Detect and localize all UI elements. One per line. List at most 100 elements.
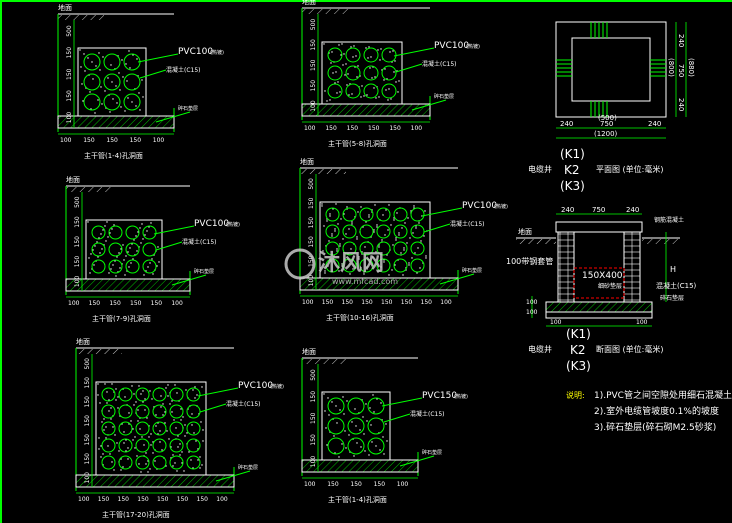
aggregate-dot xyxy=(146,417,148,419)
aggregate-dot xyxy=(336,250,338,252)
aggregate-dot xyxy=(102,453,104,455)
aggregate-dot xyxy=(149,468,151,470)
aggregate-dot xyxy=(120,248,122,250)
aggregate-dot xyxy=(342,64,344,66)
pvc-pipe xyxy=(342,224,357,239)
dim-vertical-label: 150 xyxy=(308,255,315,267)
aggregate-dot xyxy=(328,414,330,416)
leader-concrete xyxy=(155,241,183,251)
pipe-note: (热镀) xyxy=(270,383,284,390)
pvc-pipe xyxy=(135,438,150,453)
ground-label: 地面 xyxy=(300,157,314,166)
section-title: 断面图 (单位:毫米) xyxy=(596,344,663,354)
aggregate-dot xyxy=(407,217,409,219)
pvc-pipe xyxy=(152,421,167,436)
pvc-pipe xyxy=(169,404,184,419)
pvc-pipe xyxy=(91,225,106,240)
aggregate-dot xyxy=(191,413,193,415)
aggregate-dot xyxy=(201,386,203,388)
dim-horizontal-label: 150 xyxy=(322,299,334,306)
pvc-pipe xyxy=(142,259,157,274)
section-wall-right xyxy=(623,231,641,303)
aggregate-dot xyxy=(321,203,323,205)
pvc-pipe xyxy=(169,387,184,402)
aggregate-dot xyxy=(136,455,138,457)
aggregate-dot xyxy=(182,416,184,418)
aggregate-dot xyxy=(128,50,130,52)
aggregate-dot xyxy=(159,441,161,443)
aggregate-dot xyxy=(341,443,343,445)
pipe-note: (热镀) xyxy=(494,203,508,210)
concrete-encasement xyxy=(85,219,163,280)
aggregate-dot xyxy=(387,99,389,101)
section-dim-left-1: 100 xyxy=(526,299,538,306)
dim-vertical-label: 500 xyxy=(66,25,73,37)
aggregate-dot xyxy=(367,57,369,59)
aggregate-dot xyxy=(183,470,185,472)
aggregate-dot xyxy=(377,49,379,51)
dim-horizontal-label: 100 xyxy=(171,300,183,307)
aggregate-dot xyxy=(129,67,131,69)
aggregate-dot xyxy=(101,248,103,250)
dim-horizontal-label: 150 xyxy=(83,137,95,144)
aggregate-dot xyxy=(395,239,397,241)
aggregate-dot xyxy=(375,97,377,99)
aggregate-dot xyxy=(368,46,370,48)
aggregate-dot xyxy=(174,384,176,386)
aggregate-dot xyxy=(401,227,403,229)
aggregate-dot xyxy=(167,395,169,397)
pvc-pipe xyxy=(393,241,408,256)
aggregate-dot xyxy=(345,233,347,235)
drawing-frame-top xyxy=(0,0,732,2)
pvc-pipe xyxy=(359,241,374,256)
pvc-pipe xyxy=(325,224,340,239)
aggregate-dot xyxy=(118,252,120,254)
section-dim-top-1: 240 xyxy=(561,206,574,214)
aggregate-dot xyxy=(419,267,421,269)
aggregate-dot xyxy=(331,51,333,53)
aggregate-dot xyxy=(324,90,326,92)
aggregate-dot xyxy=(109,232,111,234)
aggregate-dot xyxy=(97,383,99,385)
dim-vertical-label: 150 xyxy=(74,256,81,268)
aggregate-dot xyxy=(366,266,368,268)
aggregate-dot xyxy=(327,397,329,399)
aggregate-dot xyxy=(193,432,195,434)
aggregate-dot xyxy=(111,81,113,83)
dim-horizontal-label: 100 xyxy=(411,125,423,132)
aggregate-dot xyxy=(384,234,386,236)
aggregate-dot xyxy=(385,423,387,425)
dim-horizontal-label: 150 xyxy=(98,496,110,503)
aggregate-dot xyxy=(363,273,365,275)
aggregate-dot xyxy=(131,101,133,103)
aggregate-dot xyxy=(95,65,97,67)
aggregate-dot xyxy=(373,231,375,233)
aggregate-dot xyxy=(110,64,112,66)
aggregate-dot xyxy=(322,250,324,252)
aggregate-dot xyxy=(368,216,370,218)
aggregate-dot xyxy=(339,243,341,245)
aggregate-dot xyxy=(89,272,91,274)
leader-gravel xyxy=(411,99,447,111)
aggregate-dot xyxy=(364,246,366,248)
aggregate-dot xyxy=(143,274,145,276)
aggregate-dot xyxy=(118,72,120,74)
aggregate-dot xyxy=(418,222,420,224)
section-pipe-label: 100带钢套管 xyxy=(506,256,553,266)
gravel-base xyxy=(65,278,191,292)
section-title: 主干管(5-8)孔洞面 xyxy=(328,139,387,148)
aggregate-dot xyxy=(335,405,337,407)
aggregate-dot xyxy=(185,389,187,391)
dim-horizontal-label: 100 xyxy=(60,137,72,144)
leader-pipe xyxy=(153,225,195,235)
aggregate-dot xyxy=(379,59,381,61)
aggregate-dot xyxy=(336,422,338,424)
section-wall-left xyxy=(557,231,575,303)
aggregate-dot xyxy=(382,214,384,216)
pvc-pipe xyxy=(393,258,408,273)
aggregate-dot xyxy=(133,404,135,406)
pvc-pipe xyxy=(347,417,365,435)
aggregate-dot xyxy=(118,450,120,452)
